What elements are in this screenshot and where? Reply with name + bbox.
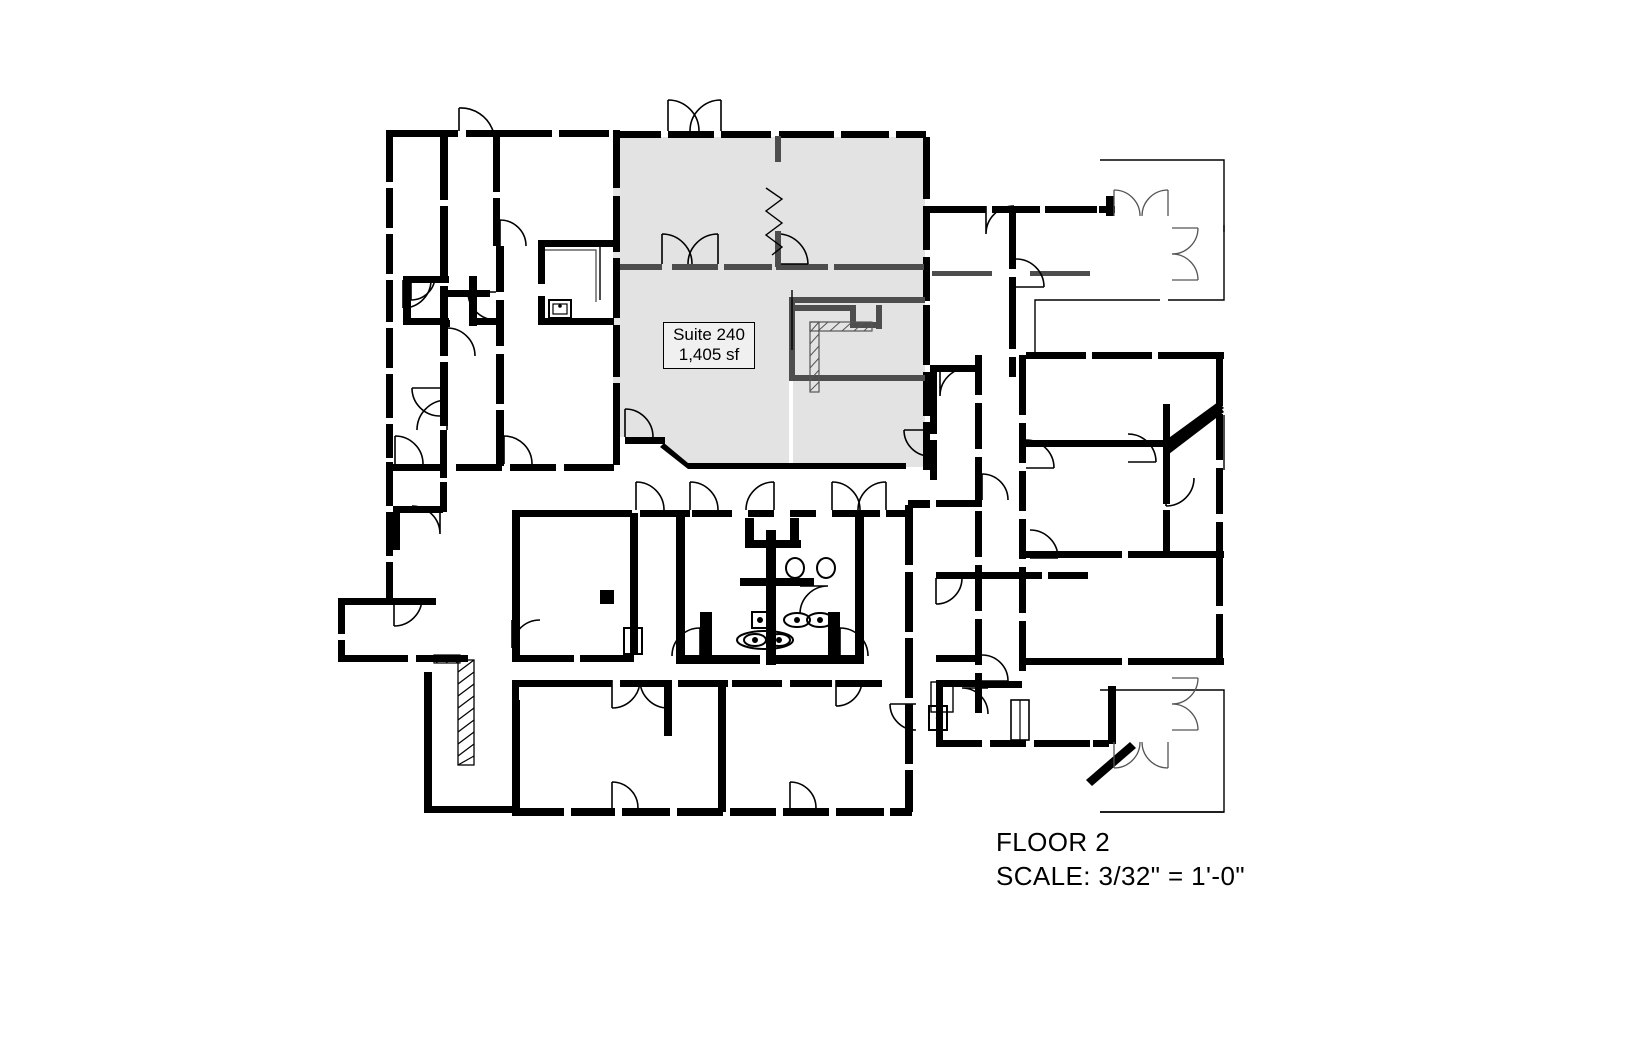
scale-label: SCALE: 3/32" = 1'-0" <box>996 860 1245 891</box>
suite-name: Suite 240 <box>673 325 745 344</box>
suite-label-box[interactable]: Suite 240 1,405 sf <box>663 322 755 370</box>
suite-area: 1,405 sf <box>678 345 740 365</box>
restroom-fixtures <box>736 557 836 650</box>
title-block: FLOOR 2 SCALE: 3/32" = 1'-0" <box>996 826 1245 894</box>
zigzag-partition-symbol <box>764 187 784 256</box>
stair-hatch <box>433 654 475 766</box>
suite-shaft-hatch <box>809 321 873 393</box>
floor-label: FLOOR 2 <box>996 827 1111 857</box>
door-swings <box>393 99 1199 809</box>
suite-240-highlight[interactable] <box>613 137 925 467</box>
angled-walls <box>1163 404 1224 454</box>
equipment-symbols <box>545 245 1030 741</box>
